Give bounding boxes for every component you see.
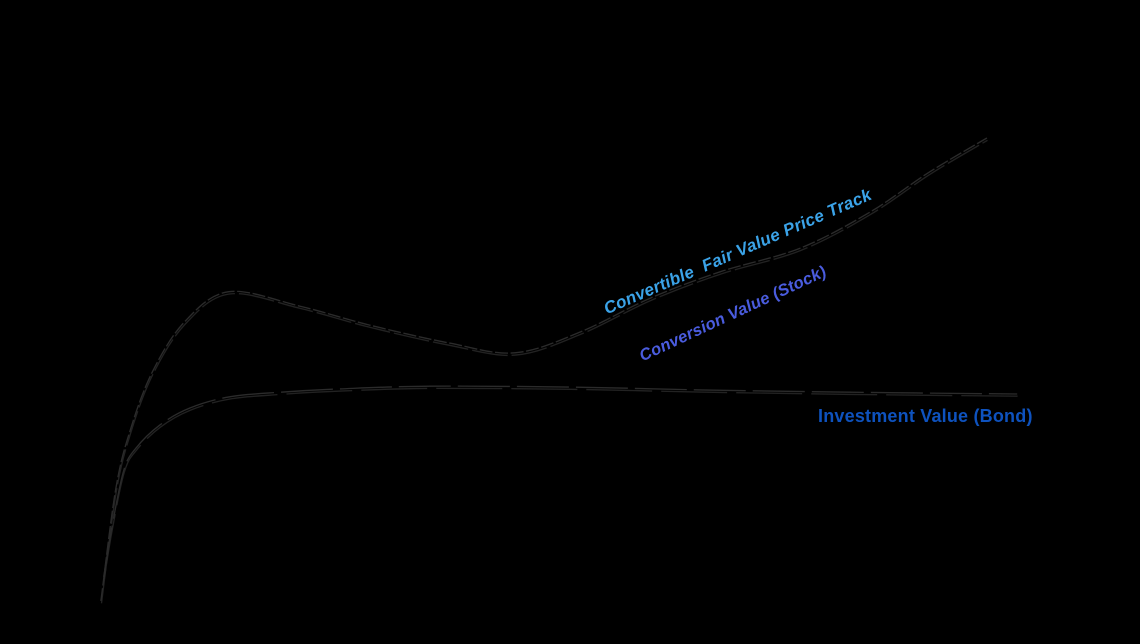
investment-value-label: Investment Value (Bond) bbox=[818, 406, 1033, 426]
investment-value-bond-curve-stroke-2 bbox=[103, 387, 1018, 580]
convertible-fair-value-track-curve-stroke-1 bbox=[100, 137, 988, 602]
convertible-fair-value-track-curve-stroke-2 bbox=[100, 139, 988, 604]
investment-value-bond-curve-stroke-1 bbox=[103, 385, 1018, 578]
